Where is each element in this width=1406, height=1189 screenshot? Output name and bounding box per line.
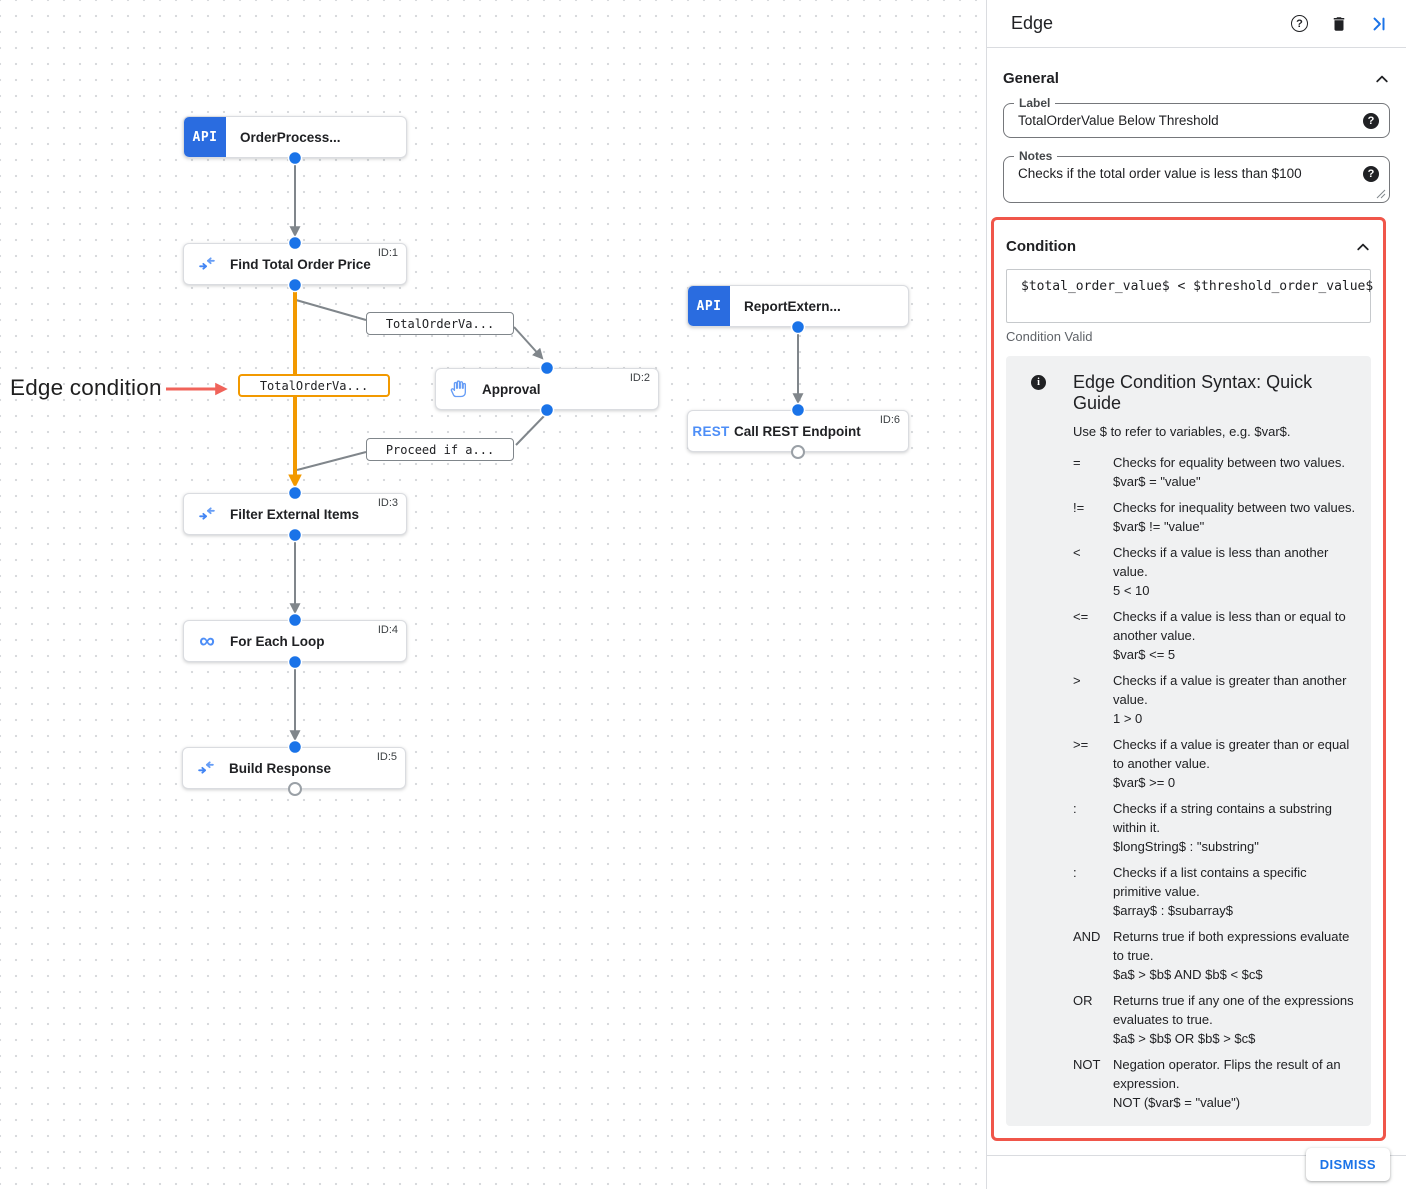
node-label: Build Response bbox=[229, 760, 332, 776]
node-label: Filter External Items bbox=[230, 506, 360, 522]
condition-highlight-box: Condition $total_order_value$ < $thresho… bbox=[991, 217, 1386, 1141]
guide-title: Edge Condition Syntax: Quick Guide bbox=[1073, 372, 1313, 413]
guide-row: <Checks if a value is less than another … bbox=[1073, 545, 1329, 598]
data-mapping-icon bbox=[183, 757, 229, 779]
guide-rows: =Checks for equality between two values.… bbox=[1073, 453, 1357, 1112]
node-id-badge: ID:4 bbox=[377, 624, 398, 636]
node-id-badge: ID:2 bbox=[629, 372, 650, 384]
node-label: OrderProcess... bbox=[240, 129, 341, 145]
label-field-label: Label bbox=[1014, 96, 1056, 110]
dismiss-button[interactable]: DISMISS bbox=[1305, 1148, 1390, 1181]
condition-expression-input[interactable]: $total_order_value$ < $threshold_order_v… bbox=[1006, 269, 1373, 323]
panel-title: Edge bbox=[1011, 13, 1054, 33]
edge-label-to-approval[interactable] bbox=[513, 326, 544, 360]
notes-field-label: Notes bbox=[1014, 149, 1058, 163]
guide-row: :Checks if a list contains a specific pr… bbox=[1073, 865, 1307, 918]
condition-section-header[interactable]: Condition bbox=[1006, 236, 1371, 261]
general-section-title: General bbox=[1003, 70, 1059, 87]
node-label: ReportExtern... bbox=[744, 298, 841, 314]
node-label: Call REST Endpoint bbox=[734, 423, 861, 439]
panel-header: Edge ? bbox=[987, 0, 1406, 48]
guide-row: =Checks for equality between two values.… bbox=[1073, 455, 1345, 489]
data-mapping-icon bbox=[184, 253, 230, 275]
edges-layer bbox=[166, 150, 806, 796]
condition-section-title: Condition bbox=[1006, 238, 1076, 255]
hand-approval-icon bbox=[436, 379, 482, 399]
textarea-resize-handle[interactable] bbox=[1376, 189, 1386, 199]
edge-label-proceed-if[interactable]: Proceed if a... bbox=[366, 438, 514, 461]
label-field[interactable]: Label TotalOrderValue Below Threshold ? bbox=[1003, 96, 1390, 138]
guide-row: >=Checks if a value is greater than or e… bbox=[1073, 737, 1350, 790]
guide-row: <=Checks if a value is less than or equa… bbox=[1073, 609, 1346, 662]
collapse-right-icon bbox=[1373, 17, 1385, 30]
rest-icon: REST bbox=[692, 423, 730, 439]
info-icon: i bbox=[1031, 375, 1046, 390]
api-badge-icon: API bbox=[688, 286, 730, 326]
label-help-icon[interactable]: ? bbox=[1363, 113, 1379, 129]
chevron-up-icon[interactable] bbox=[1374, 71, 1390, 87]
trash-icon bbox=[1333, 16, 1345, 31]
syntax-quick-guide: i Edge Condition Syntax: Quick Guide Use… bbox=[1006, 356, 1371, 1126]
data-mapping-icon bbox=[184, 503, 230, 525]
workflow-canvas[interactable]: API OrderProcess... Find Total Order Pri… bbox=[0, 0, 986, 1189]
panel-footer: DISMISS bbox=[987, 1148, 1406, 1181]
guide-row: >Checks if a value is greater than anoth… bbox=[1073, 673, 1347, 726]
node-label: Approval bbox=[482, 381, 541, 397]
general-section-header[interactable]: General bbox=[1003, 58, 1390, 91]
edge-condition-annotation: Edge condition bbox=[10, 375, 162, 400]
notes-field-value[interactable]: Checks if the total order value is less … bbox=[1018, 166, 1302, 181]
node-label: Find Total Order Price bbox=[230, 256, 371, 272]
guide-row: !=Checks for inequality between two valu… bbox=[1073, 500, 1356, 534]
edge-label-totalordervalue-top[interactable]: TotalOrderVa... bbox=[366, 312, 514, 335]
loop-infinity-icon: ∞ bbox=[199, 628, 215, 653]
guide-subtitle: Use $ to refer to variables, e.g. $var$. bbox=[1073, 424, 1291, 439]
collapse-panel-button[interactable] bbox=[1370, 15, 1388, 33]
help-icon: ? bbox=[1291, 15, 1308, 32]
node-id-badge: ID:5 bbox=[376, 751, 397, 763]
help-button[interactable]: ? bbox=[1291, 15, 1308, 32]
node-find-total-order-price[interactable]: Find Total Order Price ID:1 bbox=[183, 243, 407, 285]
node-for-each-loop[interactable]: ∞ For Each Loop ID:4 bbox=[183, 620, 407, 662]
guide-row: :Checks if a string contains a substring… bbox=[1073, 801, 1332, 854]
api-badge-icon: API bbox=[184, 117, 226, 157]
notes-field[interactable]: Notes Checks if the total order value is… bbox=[1003, 149, 1390, 203]
node-id-badge: ID:3 bbox=[377, 497, 398, 509]
node-label: For Each Loop bbox=[230, 633, 325, 649]
node-filter-external-items[interactable]: Filter External Items ID:3 bbox=[183, 493, 407, 535]
edge-branch-to-approval-label[interactable] bbox=[295, 299, 367, 321]
edge-label-totalordervalue-selected[interactable]: TotalOrderVa... bbox=[238, 374, 390, 397]
node-id-badge: ID:1 bbox=[377, 247, 398, 259]
edge-approval-to-label[interactable] bbox=[515, 412, 548, 446]
edge-label-to-main[interactable] bbox=[296, 451, 367, 471]
node-approval[interactable]: Approval ID:2 bbox=[435, 368, 659, 410]
condition-valid-status: Condition Valid bbox=[1006, 329, 1093, 344]
chevron-up-icon[interactable] bbox=[1355, 239, 1371, 255]
notes-help-icon[interactable]: ? bbox=[1363, 166, 1379, 182]
label-field-value[interactable]: TotalOrderValue Below Threshold bbox=[1018, 113, 1219, 128]
node-build-response[interactable]: Build Response ID:5 bbox=[182, 747, 406, 789]
delete-edge-button[interactable] bbox=[1330, 15, 1348, 33]
node-call-rest-endpoint[interactable]: REST Call REST Endpoint ID:6 bbox=[687, 410, 909, 452]
node-id-badge: ID:6 bbox=[879, 414, 900, 426]
node-order-process[interactable]: API OrderProcess... bbox=[183, 116, 407, 158]
edge-properties-panel: Edge ? General Label TotalOrderValue Bel… bbox=[986, 0, 1406, 1189]
node-report-extern[interactable]: API ReportExtern... bbox=[687, 285, 909, 327]
